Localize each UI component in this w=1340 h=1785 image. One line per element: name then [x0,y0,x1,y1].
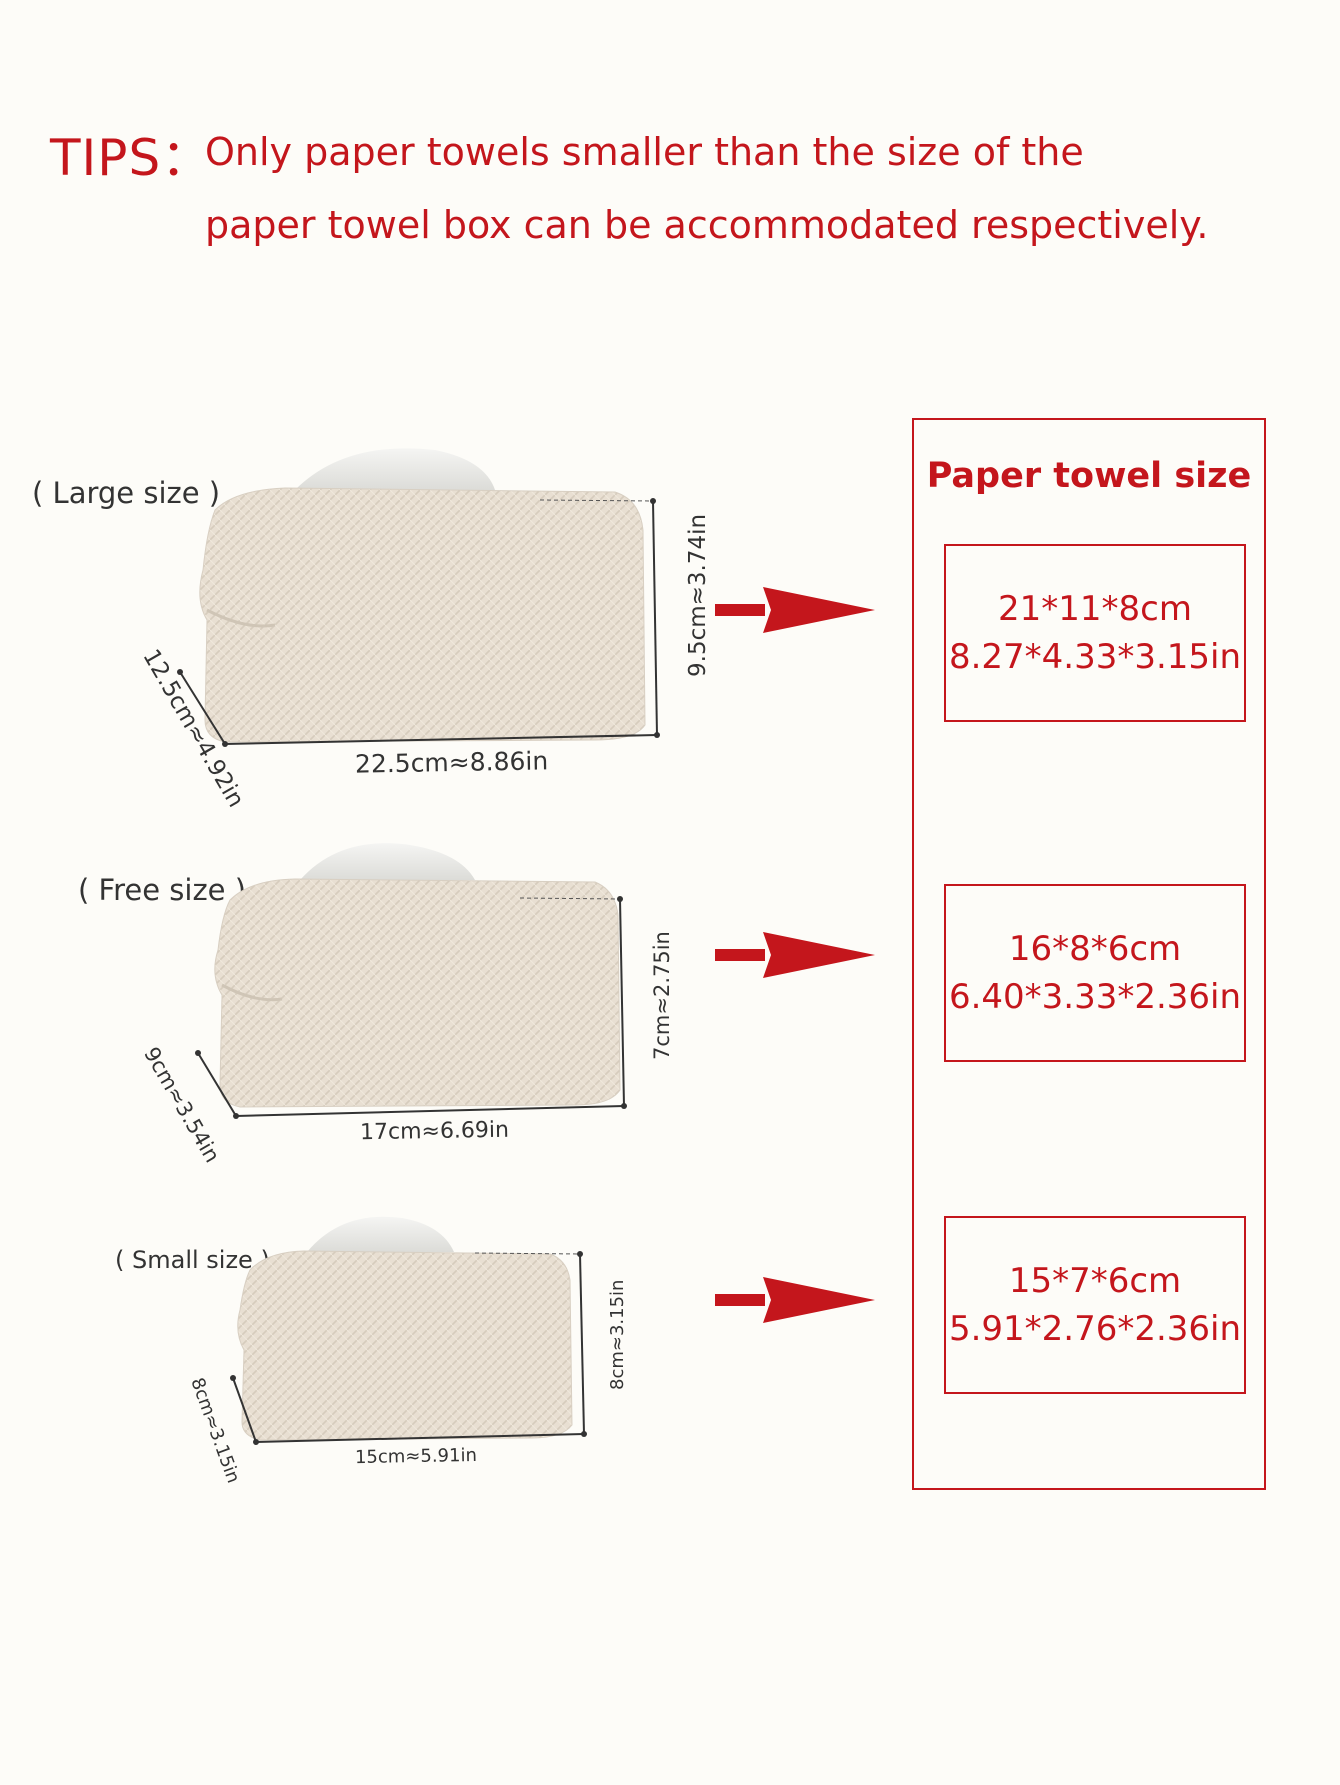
tips-text-line-1: Only paper towels smaller than the size … [205,130,1084,174]
small-width-dimension: 15cm≈5.91in [354,1444,478,1469]
arrow-right-icon [715,932,875,978]
small-tissue-box-image [237,1216,573,1441]
small-height-dimension: 8cm≈3.15in [607,1279,628,1390]
tips-label: TIPS： [50,129,213,187]
small-dimension-lines [230,1251,587,1445]
free-dimension-lines [195,896,627,1119]
arrow-right-icon [715,1277,875,1323]
spec-box-large: 21*11*8cm 8.27*4.33*3.15in [944,544,1246,722]
large-dimension-lines [177,498,660,747]
large-size-label: ( Large size ) [32,476,221,510]
paper-towel-size-panel: Paper towel size 21*11*8cm 8.27*4.33*3.1… [912,418,1266,1490]
spec-box-free: 16*8*6cm 6.40*3.33*2.36in [944,884,1246,1062]
tips-text-line-2: paper towel box can be accommodated resp… [205,203,1209,247]
large-tissue-box-image [199,448,646,743]
arrow-right-icon [715,587,875,633]
free-tissue-box-image [214,843,621,1108]
spec-imperial: 5.91*2.76*2.36in [948,1309,1242,1349]
panel-title: Paper towel size [926,456,1252,496]
spec-box-small: 15*7*6cm 5.91*2.76*2.36in [944,1216,1246,1394]
spec-metric: 21*11*8cm [998,589,1192,629]
small-size-label: ( Small size ) [115,1246,270,1274]
free-size-label: ( Free size ) [78,873,247,907]
spec-metric: 16*8*6cm [1008,929,1182,969]
spec-metric: 15*7*6cm [1008,1261,1182,1301]
spec-imperial: 8.27*4.33*3.15in [948,637,1242,677]
spec-imperial: 6.40*3.33*2.36in [948,977,1242,1017]
